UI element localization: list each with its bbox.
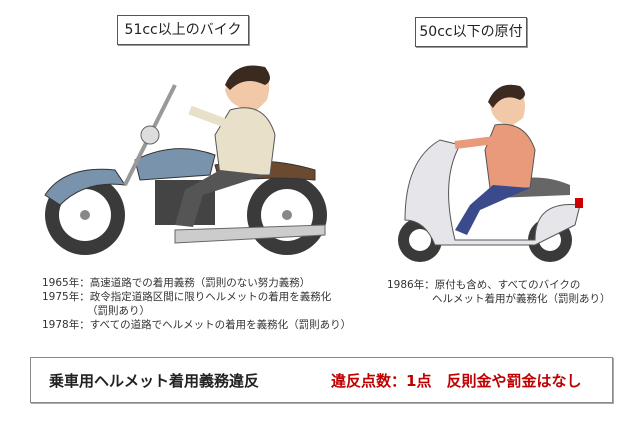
note-1975: 1975年：政令指定道路区間に限りヘルメットの着用を義務化 bbox=[42, 290, 351, 304]
note-text: 政令指定道路区間に限りヘルメットの着用を義務化 bbox=[89, 291, 332, 303]
penalty-text: 違反点数：1点 反則金や罰金はなし bbox=[331, 372, 582, 390]
note-1978: 1978年：すべての道路でヘルメットの着用を義務化（罰則あり） bbox=[42, 318, 351, 332]
penalty-box: 乗車用ヘルメット着用義務違反 違反点数：1点 反則金や罰金はなし bbox=[30, 357, 613, 403]
moped-title: 50cc以下の原付 bbox=[415, 17, 527, 47]
note-1965: 1965年：高速道路での着用義務（罰則のない努力義務） bbox=[42, 276, 351, 290]
motorcycle-illustration bbox=[44, 65, 327, 255]
motorcycle-history-notes: 1965年：高速道路での着用義務（罰則のない努力義務） 1975年：政令指定道路… bbox=[42, 276, 351, 332]
note-year: 1986年： bbox=[387, 279, 435, 291]
note-text: すべての道路でヘルメットの着用を義務化（罰則あり） bbox=[89, 319, 352, 331]
note-continuation: ヘルメット着用が義務化（罰則あり） bbox=[432, 293, 611, 305]
note-continuation: （罰則あり） bbox=[87, 305, 150, 317]
violation-name: 乗車用ヘルメット着用義務違反 bbox=[49, 372, 260, 390]
note-text: 高速道路での着用義務（罰則のない努力義務） bbox=[89, 277, 311, 289]
moped-illustration bbox=[398, 84, 583, 262]
moped-history-notes: 1986年：原付も含め、すべてのバイクの ヘルメット着用が義務化（罰則あり） bbox=[387, 278, 611, 306]
note-year: 1965年： bbox=[42, 277, 90, 289]
note-year: 1978年： bbox=[42, 319, 90, 331]
note-1986: 1986年：原付も含め、すべてのバイクの bbox=[387, 278, 611, 292]
motorcycle-title: 51cc以上のバイク bbox=[117, 15, 249, 45]
note-year: 1975年： bbox=[42, 291, 90, 303]
note-text: 原付も含め、すべてのバイクの bbox=[434, 279, 581, 291]
